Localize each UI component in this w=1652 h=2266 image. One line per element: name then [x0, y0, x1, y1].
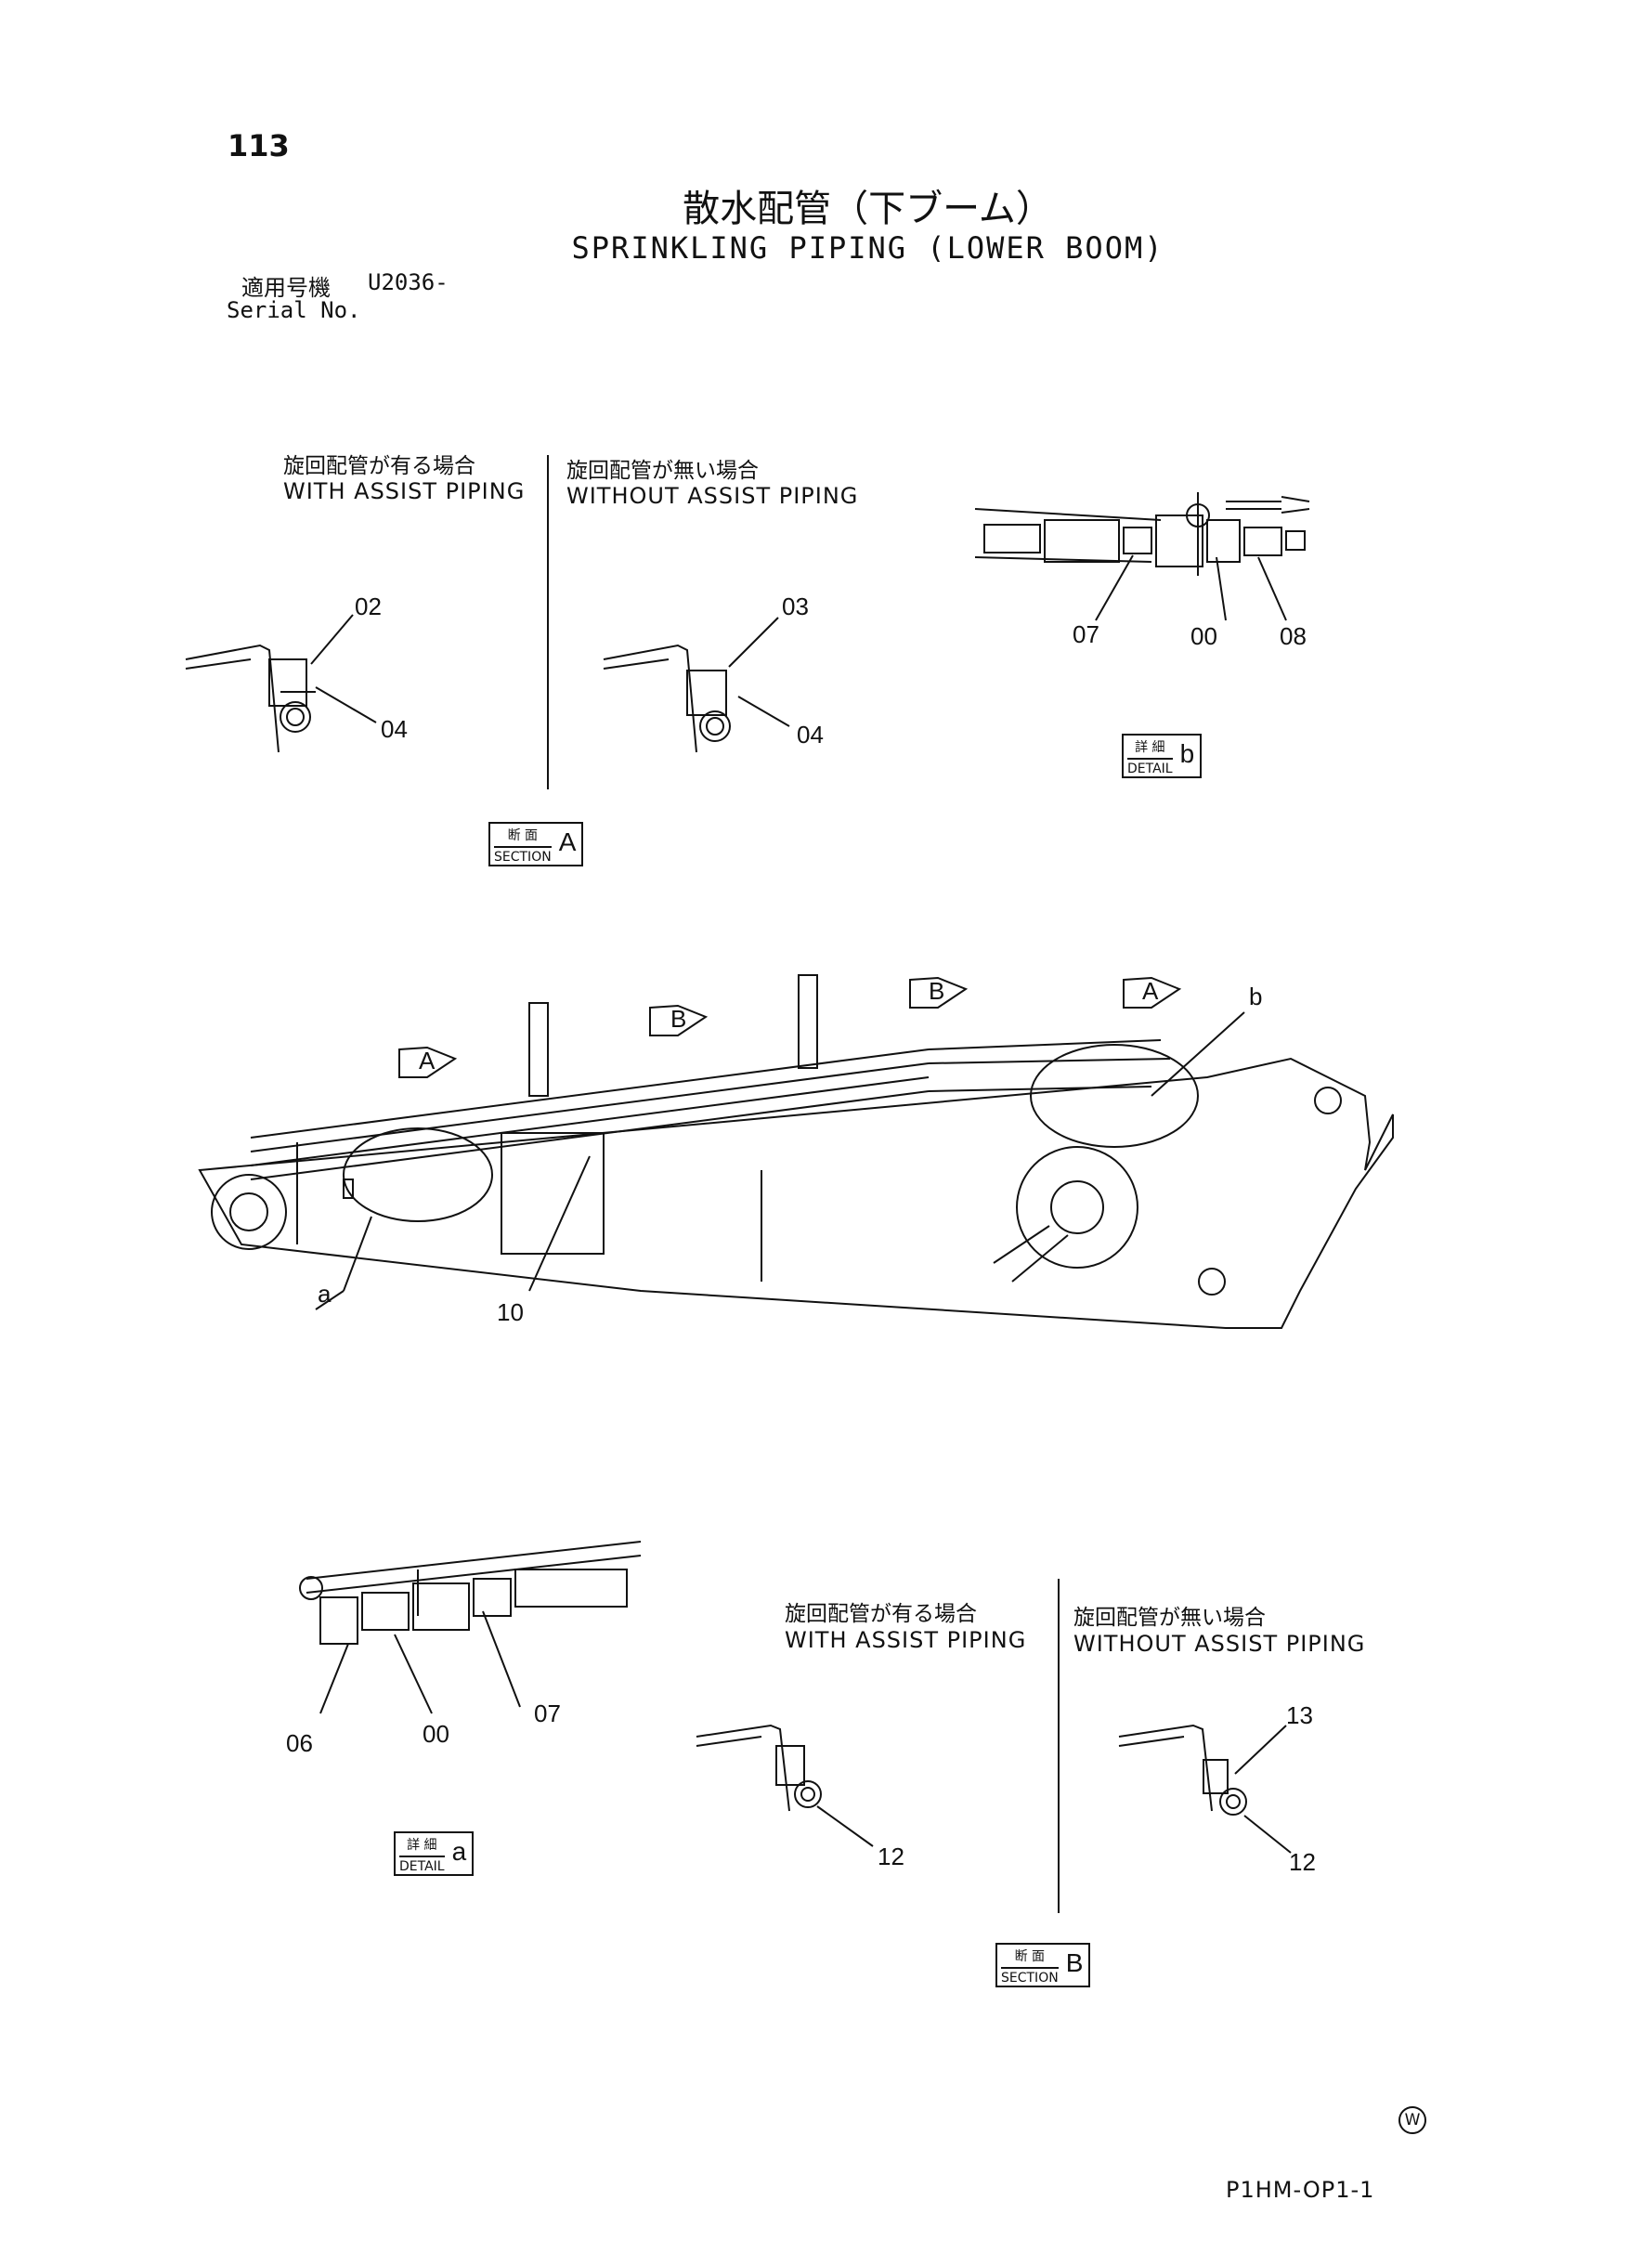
detail-a-tag-ja: 詳 細	[399, 1835, 445, 1857]
detail-a-tag-stack: 詳 細 DETAIL	[396, 1833, 449, 1874]
callout-b: b	[1249, 983, 1263, 1010]
callout-00-a: 00	[423, 1720, 449, 1748]
section-b-right-sketch	[1118, 1724, 1292, 1854]
callout-02: 02	[355, 593, 382, 620]
callout-00-b: 00	[1190, 622, 1217, 650]
section-b-tag-stack: 断 面 SECTION	[997, 1945, 1062, 1986]
section-b-tag: 断 面 SECTION B	[995, 1943, 1091, 1987]
section-a-left-heading-en: WITH ASSIST PIPING	[283, 478, 526, 504]
callout-07-a: 07	[534, 1700, 561, 1727]
callout-03: 03	[782, 593, 809, 620]
callout-06: 06	[286, 1729, 313, 1757]
callout-12-right: 12	[1289, 1848, 1316, 1876]
page-number: 113	[228, 128, 290, 163]
section-a-right-sketch	[603, 617, 790, 753]
detail-a-sketch	[299, 1541, 642, 1714]
section-b-tag-letter: B	[1065, 1948, 1084, 1977]
detail-b-tag-letter: b	[1179, 739, 1195, 768]
callout-a: a	[318, 1280, 332, 1308]
detail-b-sketch	[974, 492, 1310, 621]
section-b-left-heading-ja: 旋回配管が有る場合	[785, 1602, 977, 1626]
section-b-left-sketch	[696, 1724, 874, 1847]
detail-b-tag-ja: 詳 細	[1127, 737, 1173, 760]
section-a-tag: 断 面 SECTION A	[488, 822, 584, 866]
section-a-tag-letter: A	[558, 827, 577, 856]
callout-10: 10	[497, 1298, 524, 1326]
callout-13: 13	[1286, 1701, 1313, 1729]
detail-a-tag: 詳 細 DETAIL a	[394, 1831, 475, 1876]
watermark-w-icon: W	[1398, 2106, 1426, 2134]
serial-label-ja: 適用号機	[241, 275, 331, 301]
detail-b-tag-stack: 詳 細 DETAIL	[1124, 736, 1177, 776]
view-arrow-a-left: A	[419, 1047, 436, 1074]
section-b-tag-ja: 断 面	[1001, 1947, 1059, 1969]
view-arrow-b-left: B	[670, 1005, 687, 1033]
serial-label-en: Serial No.	[227, 297, 361, 323]
section-a-right-heading-en: WITHOUT ASSIST PIPING	[566, 483, 859, 509]
section-b-left-heading-en: WITH ASSIST PIPING	[785, 1627, 1027, 1653]
section-a-left-sketch	[185, 614, 377, 753]
main-boom-sketch	[198, 974, 1394, 1329]
callout-12-left: 12	[878, 1843, 904, 1870]
section-a-right-heading-ja: 旋回配管が無い場合	[566, 459, 759, 483]
view-arrow-a-right: A	[1142, 977, 1159, 1005]
serial-value: U2036-	[368, 269, 449, 295]
callout-04-left: 04	[381, 715, 408, 743]
title-english: SPRINKLING PIPING (LOWER BOOM)	[571, 230, 1164, 266]
detail-b-tag-en: DETAIL	[1127, 762, 1173, 776]
title-japanese: 散水配管（下ブーム）	[683, 188, 1053, 230]
section-b-tag-en: SECTION	[1001, 1971, 1059, 1986]
detail-b-tag: 詳 細 DETAIL b	[1122, 734, 1203, 778]
callout-04-right: 04	[797, 721, 824, 749]
section-a-tag-stack: 断 面 SECTION	[490, 824, 555, 865]
section-b-right-heading-en: WITHOUT ASSIST PIPING	[1073, 1631, 1366, 1657]
drawing-code: P1HM-OP1-1	[1226, 2177, 1375, 2203]
section-a-left-heading-ja: 旋回配管が有る場合	[283, 454, 475, 478]
view-arrow-b-right: B	[929, 977, 945, 1005]
detail-a-tag-letter: a	[451, 1837, 467, 1866]
section-a-tag-en: SECTION	[494, 850, 552, 865]
callout-07-b: 07	[1073, 620, 1099, 648]
section-b-right-heading-ja: 旋回配管が無い場合	[1073, 1606, 1266, 1630]
detail-a-tag-en: DETAIL	[399, 1859, 445, 1874]
section-a-tag-ja: 断 面	[494, 826, 552, 848]
callout-08: 08	[1280, 622, 1307, 650]
